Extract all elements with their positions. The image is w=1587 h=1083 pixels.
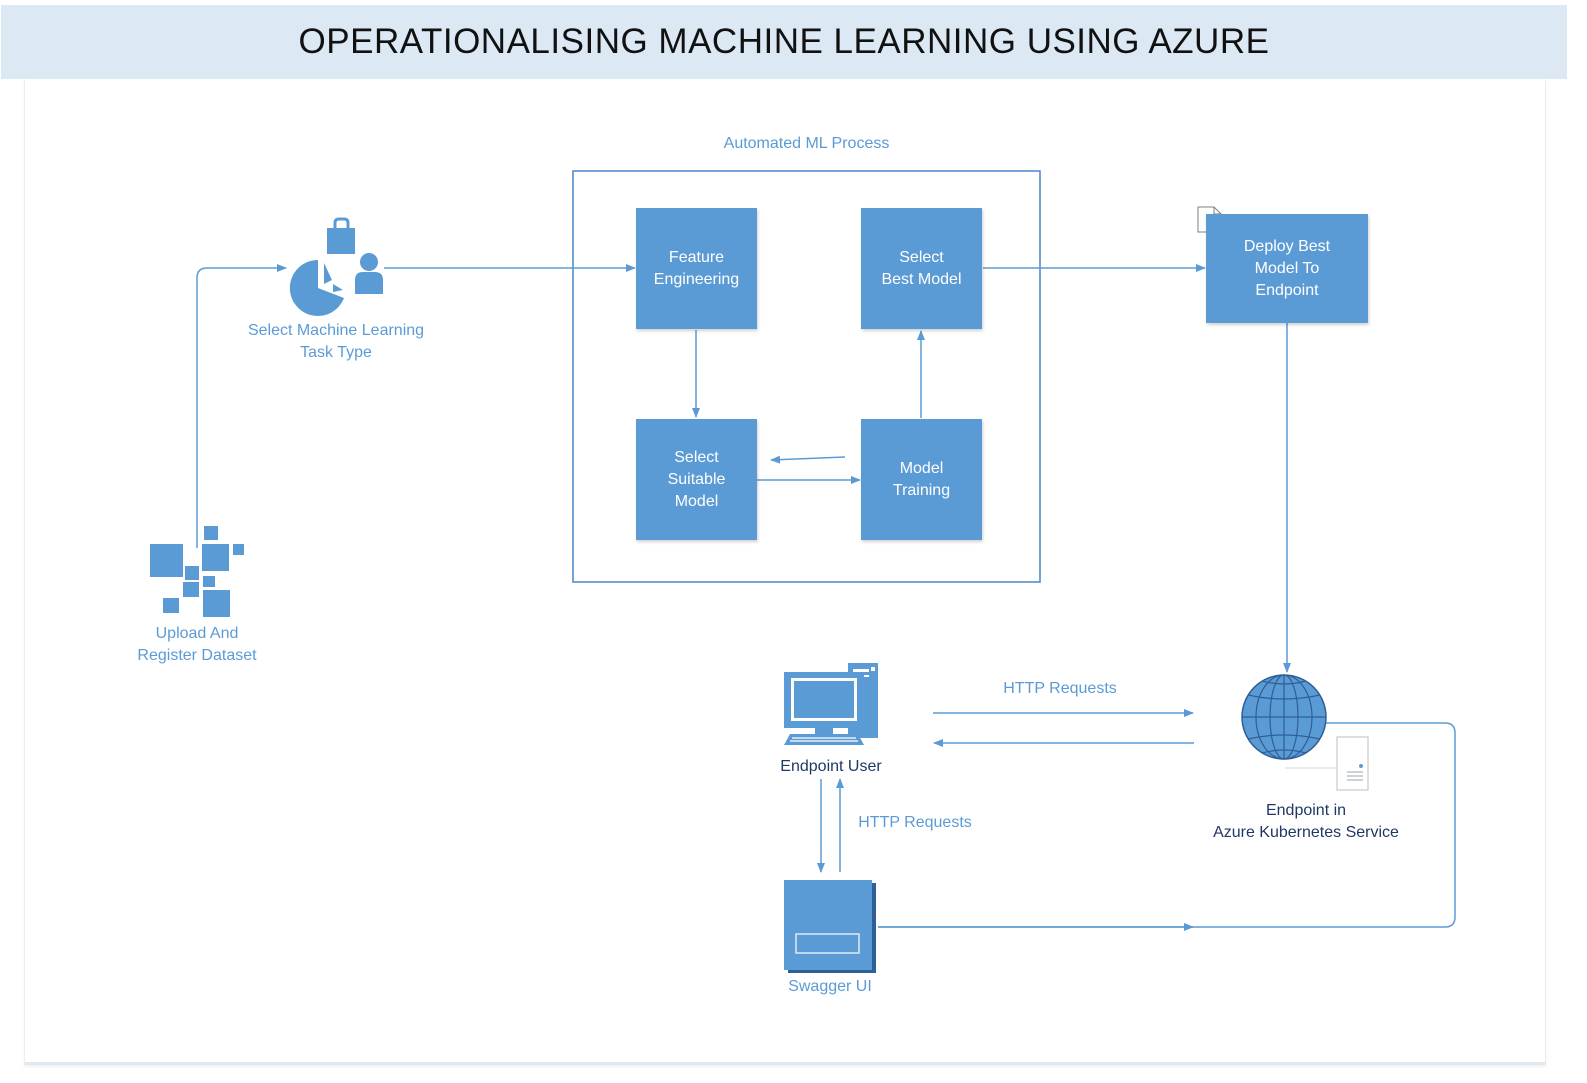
task-type-icon — [289, 217, 383, 316]
model-training-box[interactable]: Model Training — [861, 419, 982, 540]
select-suitable-model-box[interactable]: Select Suitable Model — [636, 419, 757, 540]
computer-icon — [784, 663, 878, 745]
title-bar: OPERATIONALISING MACHINE LEARNING USING … — [1, 5, 1567, 79]
select-suitable-model-label: Select Suitable Model — [667, 448, 726, 510]
dataset-icon — [150, 526, 244, 617]
edge-training-to-suitable — [770, 455, 846, 464]
diagram-frame — [24, 80, 1546, 1065]
deploy-best-model-label: Deploy Best Model To Endpoint — [1243, 237, 1331, 299]
endpoint-user-label: Endpoint User — [780, 758, 882, 775]
swagger-ui-label: Swagger UI — [788, 978, 872, 995]
feature-engineering-box[interactable]: Feature Engineering — [636, 208, 757, 329]
upload-dataset-label: Upload And Register Dataset — [137, 625, 257, 664]
automl-group-box — [572, 170, 1041, 583]
globe-server-icon — [1241, 674, 1369, 791]
automl-group-label: Automated ML Process — [723, 135, 890, 152]
http-requests-label-top: HTTP Requests — [1003, 680, 1117, 697]
select-task-type-label: Select Machine Learning Task Type — [247, 322, 425, 361]
endpoint-aks-label: Endpoint in Azure Kubernetes Service — [1213, 802, 1399, 841]
select-best-model-box[interactable]: Select Best Model — [861, 208, 982, 329]
feature-engineering-label: Feature Engineering — [653, 248, 740, 288]
http-requests-label-swagger: HTTP Requests — [858, 814, 972, 831]
deploy-best-model-box[interactable]: Deploy Best Model To Endpoint — [1206, 214, 1368, 323]
select-best-model-label: Select Best Model — [881, 248, 962, 288]
edge-swagger-to-aks — [878, 722, 1456, 928]
edge-dataset-to-task — [196, 264, 287, 548]
page-title: OPERATIONALISING MACHINE LEARNING USING … — [298, 22, 1270, 61]
swagger-window-icon — [784, 880, 876, 973]
model-training-label: Model Training — [892, 459, 951, 499]
